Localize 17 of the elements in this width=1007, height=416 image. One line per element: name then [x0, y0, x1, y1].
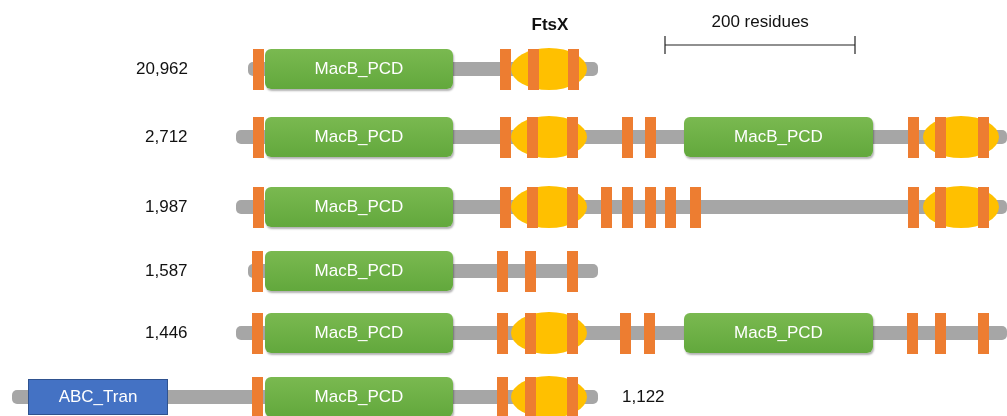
domain-box: MacB_PCD — [265, 313, 453, 353]
domain-box: MacB_PCD — [265, 251, 453, 291]
domain-box: MacB_PCD — [684, 117, 873, 157]
domain-box: MacB_PCD — [684, 313, 873, 353]
domain-box: MacB_PCD — [265, 117, 453, 157]
domain-box: MacB_PCD — [265, 49, 453, 89]
domain-box: MacB_PCD — [265, 377, 453, 416]
domain-box: MacB_PCD — [265, 187, 453, 227]
domain-box: ABC_Tran — [28, 379, 168, 415]
sequence-count: 1,987 — [145, 197, 188, 217]
scale-label: 200 residues — [711, 12, 809, 32]
sequence-count: 2,712 — [145, 127, 188, 147]
sequence-count: 1,446 — [145, 323, 188, 343]
sequence-count: 1,122 — [622, 387, 665, 407]
sequence-count: 20,962 — [136, 59, 188, 79]
domain-label: FtsX — [531, 15, 569, 35]
sequence-count: 1,587 — [145, 261, 188, 281]
